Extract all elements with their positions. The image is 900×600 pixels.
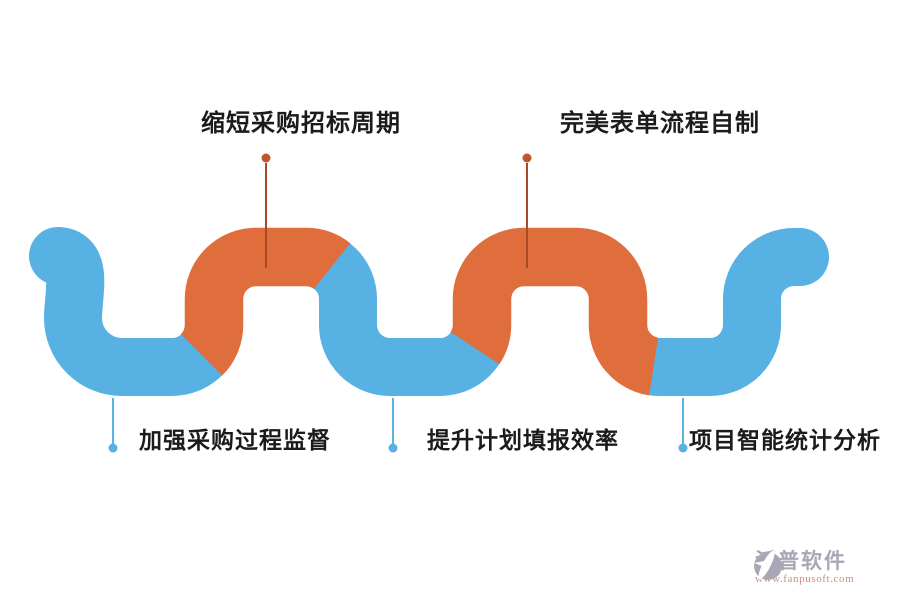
fanpu-watermark: 泛普软件 www.fanpusoft.com: [752, 549, 892, 585]
fanpu-logo-icon: [754, 550, 782, 580]
pointer-bottom-3: [678, 398, 688, 453]
label-top-2: 完美表单流程自制: [560, 110, 760, 137]
pointer-top-1: [261, 153, 271, 268]
label-top-1: 缩短采购招标周期: [201, 110, 401, 137]
label-bottom-1: 加强采购过程监督: [139, 427, 331, 453]
pointer-bottom-2-dot: [388, 443, 398, 453]
label-bottom-3: 项目智能统计分析: [689, 427, 881, 453]
pointer-top-1-dot: [261, 153, 271, 163]
pointer-bottom-1-dot: [108, 443, 118, 453]
pointer-top-2: [522, 153, 532, 268]
pointer-bottom-3-dot: [678, 443, 688, 453]
pointer-top-2-dot: [522, 153, 532, 163]
label-bottom-2: 提升计划填报效率: [427, 427, 619, 453]
pointer-bottom-2: [388, 398, 398, 453]
wave-ribbon-base: [29, 227, 829, 396]
watermark-url: www.fanpusoft.com: [755, 573, 855, 585]
pointer-bottom-1: [108, 398, 118, 453]
